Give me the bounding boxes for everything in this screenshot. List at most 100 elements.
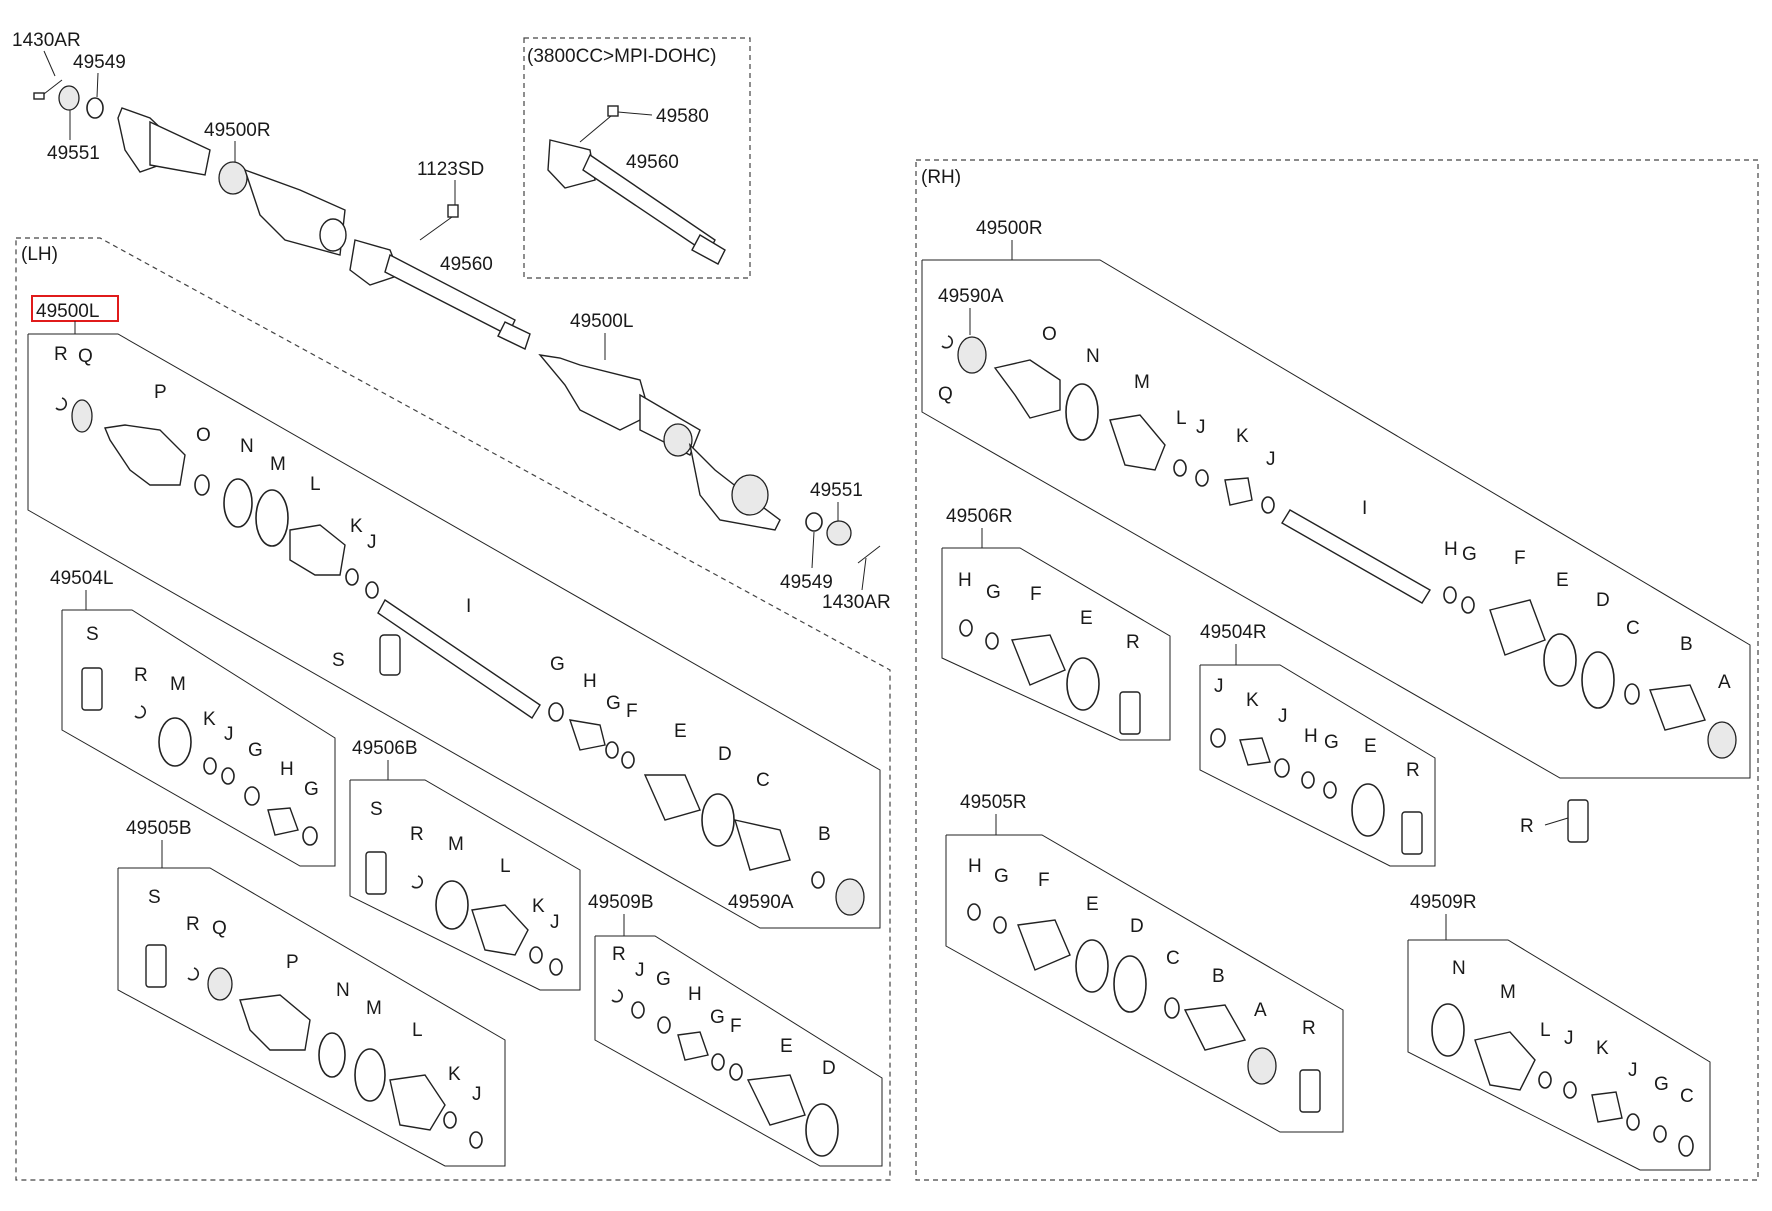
svg-text:R: R (186, 914, 200, 935)
svg-text:L: L (310, 474, 321, 495)
svg-text:K: K (203, 709, 216, 730)
svg-text:H: H (280, 759, 294, 780)
kit-49505r-letters: H G F E D C B A R (968, 856, 1316, 1039)
label-49500r-top: 49500R (204, 120, 271, 141)
lh-part-number[interactable]: 49500L (36, 301, 99, 322)
svg-text:K: K (1236, 426, 1249, 447)
label-1430ar-top: 1430AR (12, 30, 81, 51)
lh-main-parts (55, 397, 865, 916)
svg-text:K: K (532, 896, 545, 917)
svg-text:N: N (336, 980, 350, 1001)
svg-text:R: R (410, 824, 424, 845)
label-49549-mid: 49549 (780, 572, 833, 593)
svg-text:B: B (1680, 634, 1693, 655)
svg-text:I: I (466, 596, 471, 617)
label-49500l-assembled: 49500L (570, 311, 633, 332)
kit-49505b-box (117, 867, 506, 1167)
kit-49505r-box (945, 834, 1344, 1133)
svg-text:C: C (1680, 1086, 1694, 1107)
kit-49509r-title[interactable]: 49509R (1410, 892, 1477, 913)
kit-49506r-parts (959, 619, 1141, 735)
kit-49504r-title[interactable]: 49504R (1200, 622, 1267, 643)
svg-text:J: J (550, 912, 560, 933)
svg-text:I: I (1362, 498, 1367, 519)
svg-text:H: H (583, 671, 597, 692)
kit-49504l-letters: S R M K J G H G (86, 624, 319, 800)
lh-frame (15, 237, 891, 1181)
svg-text:K: K (448, 1064, 461, 1085)
label-1430ar-mid: 1430AR (822, 592, 891, 613)
svg-text:P: P (286, 952, 299, 973)
shaft-49560-illustration (349, 204, 531, 350)
lh-main-letters: R Q P O N M L K J I S G H G F E D C B (54, 344, 831, 845)
svg-text:H: H (688, 984, 702, 1005)
svg-text:G: G (304, 779, 319, 800)
svg-text:L: L (412, 1020, 423, 1041)
svg-text:K: K (1596, 1038, 1609, 1059)
kit-49509b-title[interactable]: 49509B (588, 892, 654, 913)
svg-text:E: E (1556, 570, 1569, 591)
svg-text:R: R (134, 665, 148, 686)
svg-text:R: R (612, 944, 626, 965)
svg-text:P: P (154, 382, 167, 403)
label-49551-top: 49551 (47, 143, 100, 164)
svg-text:G: G (248, 740, 263, 761)
svg-text:C: C (1626, 618, 1640, 639)
kit-49506r-box (941, 547, 1171, 741)
svg-text:S: S (370, 799, 383, 820)
svg-text:J: J (1214, 676, 1224, 697)
svg-text:D: D (1596, 590, 1610, 611)
lh-ring-label[interactable]: 49590A (728, 892, 794, 913)
variant-shaft-illustration (547, 105, 726, 265)
kit-49504l-parts (81, 667, 318, 846)
svg-text:R: R (1302, 1018, 1316, 1039)
svg-text:L: L (500, 856, 511, 877)
svg-text:C: C (756, 770, 770, 791)
kit-49506r-letters: H G F E R (958, 570, 1140, 653)
label-49580: 49580 (656, 106, 709, 127)
svg-text:R: R (1126, 632, 1140, 653)
rh-main-parts (941, 335, 1737, 759)
label-49551-mid: 49551 (810, 480, 863, 501)
svg-text:O: O (196, 425, 211, 446)
svg-text:C: C (1166, 948, 1180, 969)
lh-label: (LH) (21, 244, 58, 265)
kit-49505r-parts (967, 903, 1321, 1113)
variant-frame (523, 37, 751, 279)
svg-text:M: M (170, 674, 186, 695)
svg-text:H: H (958, 570, 972, 591)
svg-text:F: F (1514, 548, 1526, 569)
svg-text:G: G (994, 866, 1009, 887)
svg-text:F: F (730, 1016, 742, 1037)
rh-part-number[interactable]: 49500R (976, 218, 1043, 239)
svg-text:N: N (240, 436, 254, 457)
rh-main-box (921, 259, 1751, 779)
drive-shaft-rh-illustration (33, 79, 347, 256)
kit-49505r-title[interactable]: 49505R (960, 792, 1027, 813)
svg-text:E: E (1080, 608, 1093, 629)
svg-text:D: D (718, 744, 732, 765)
kit-49504l-box (61, 609, 336, 867)
kit-49506b-title[interactable]: 49506B (352, 738, 418, 759)
svg-text:M: M (1500, 982, 1516, 1003)
svg-text:E: E (674, 721, 687, 742)
svg-text:F: F (1038, 870, 1050, 891)
svg-text:R: R (1406, 760, 1420, 781)
kit-49509b-box (594, 935, 883, 1167)
kit-49504r-parts (1210, 728, 1423, 855)
svg-text:S: S (86, 624, 99, 645)
kit-49509r-letters: N M L J K J G C (1452, 958, 1694, 1107)
svg-text:M: M (448, 834, 464, 855)
svg-text:J: J (472, 1084, 482, 1105)
svg-text:E: E (1364, 736, 1377, 757)
svg-text:G: G (986, 582, 1001, 603)
kit-49504l-title[interactable]: 49504L (50, 568, 113, 589)
rh-ring-label[interactable]: 49590A (938, 286, 1004, 307)
kit-49506r-title[interactable]: 49506R (946, 506, 1013, 527)
svg-text:B: B (1212, 966, 1225, 987)
svg-text:L: L (1176, 408, 1187, 429)
kit-49505b-title[interactable]: 49505B (126, 818, 192, 839)
svg-text:J: J (224, 724, 234, 745)
rh-main-letters: Q O N M L J K J I H G F E D C B A (938, 324, 1731, 693)
